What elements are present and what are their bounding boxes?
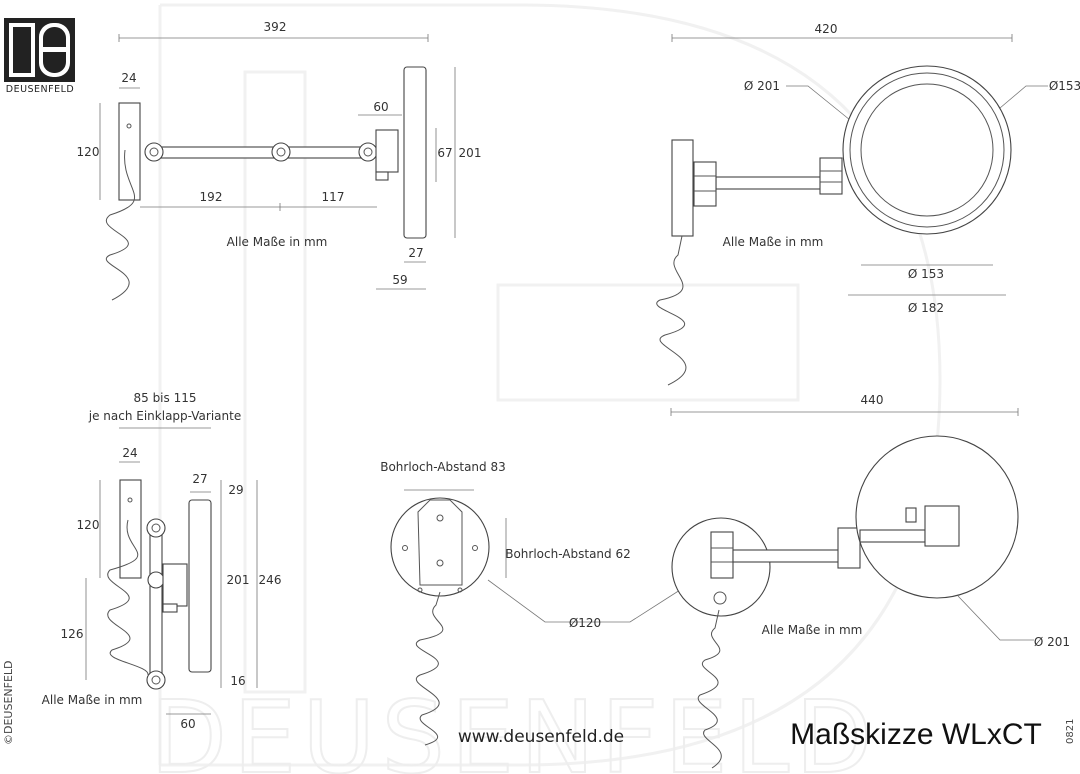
dim-201: 201 [459,146,482,160]
dim-hole-distance-62: Bohrloch-Abstand 62 [505,547,631,561]
drawing-title: Maßskizze WLxCT [790,718,1042,751]
dim-24: 24 [121,71,136,85]
dim-60: 60 [180,717,195,731]
watermark-text: DEUSENFELD [150,679,878,774]
dim-diameter-182: Ø 182 [908,301,944,315]
logo-text: DEUSENFELD [6,84,75,95]
front-view-bottom: 440 Alle Maße in mm Ø 201 [670,393,1070,769]
dim-440: 440 [861,393,884,407]
dim-117: 117 [322,190,345,204]
front-view-top: 420 Ø 201 Ø153 Alle Maße in mm Ø 153 Ø 1… [656,22,1080,386]
dim-16: 16 [230,674,245,688]
side-view-extended: 392 24 120 60 67 201 192 117 Alle Maße i… [77,20,482,301]
dim-120: 120 [77,145,100,159]
wall-plate-view: Bohrloch-Abstand 83 Bohrloch-Abstand 62 … [380,460,681,746]
dim-59: 59 [392,273,407,287]
dim-range: 85 bis 115 [133,391,196,405]
dim-diameter-153-top: Ø153 [1049,79,1080,93]
note-units: Alle Maße in mm [227,235,328,249]
side-view-folded: 85 bis 115 je nach Einklapp-Variante 24 … [42,391,282,731]
dim-120: 120 [77,518,100,532]
website-url: www.deusenfeld.de [458,727,624,747]
dim-29: 29 [228,483,243,497]
dim-192: 192 [200,190,223,204]
note-units: Alle Maße in mm [762,623,863,637]
dim-126: 126 [61,627,84,641]
dim-diameter-120: Ø120 [569,616,601,630]
dim-27: 27 [408,246,423,260]
note-units: Alle Maße in mm [42,693,143,707]
dim-24: 24 [122,446,137,460]
dim-variant-note: je nach Einklapp-Variante [88,409,241,423]
dim-27: 27 [192,472,207,486]
dim-246: 246 [259,573,282,587]
dim-420: 420 [815,22,838,36]
dim-diameter-201: Ø 201 [1034,635,1070,649]
background-watermark: DEUSENFELD [149,3,942,774]
dim-60: 60 [373,100,388,114]
deusenfeld-logo: DEUSENFELD [4,18,75,95]
dim-201: 201 [227,573,250,587]
side-copyright-mark: ©DEUSENFELD [2,660,15,745]
drawing-code: 0821 [1065,719,1076,744]
dim-67: 67 [437,146,452,160]
dim-hole-distance-83: Bohrloch-Abstand 83 [380,460,506,474]
note-units: Alle Maße in mm [723,235,824,249]
dim-diameter-153: Ø 153 [908,267,944,281]
dim-392: 392 [264,20,287,34]
dim-diameter-201: Ø 201 [744,79,780,93]
